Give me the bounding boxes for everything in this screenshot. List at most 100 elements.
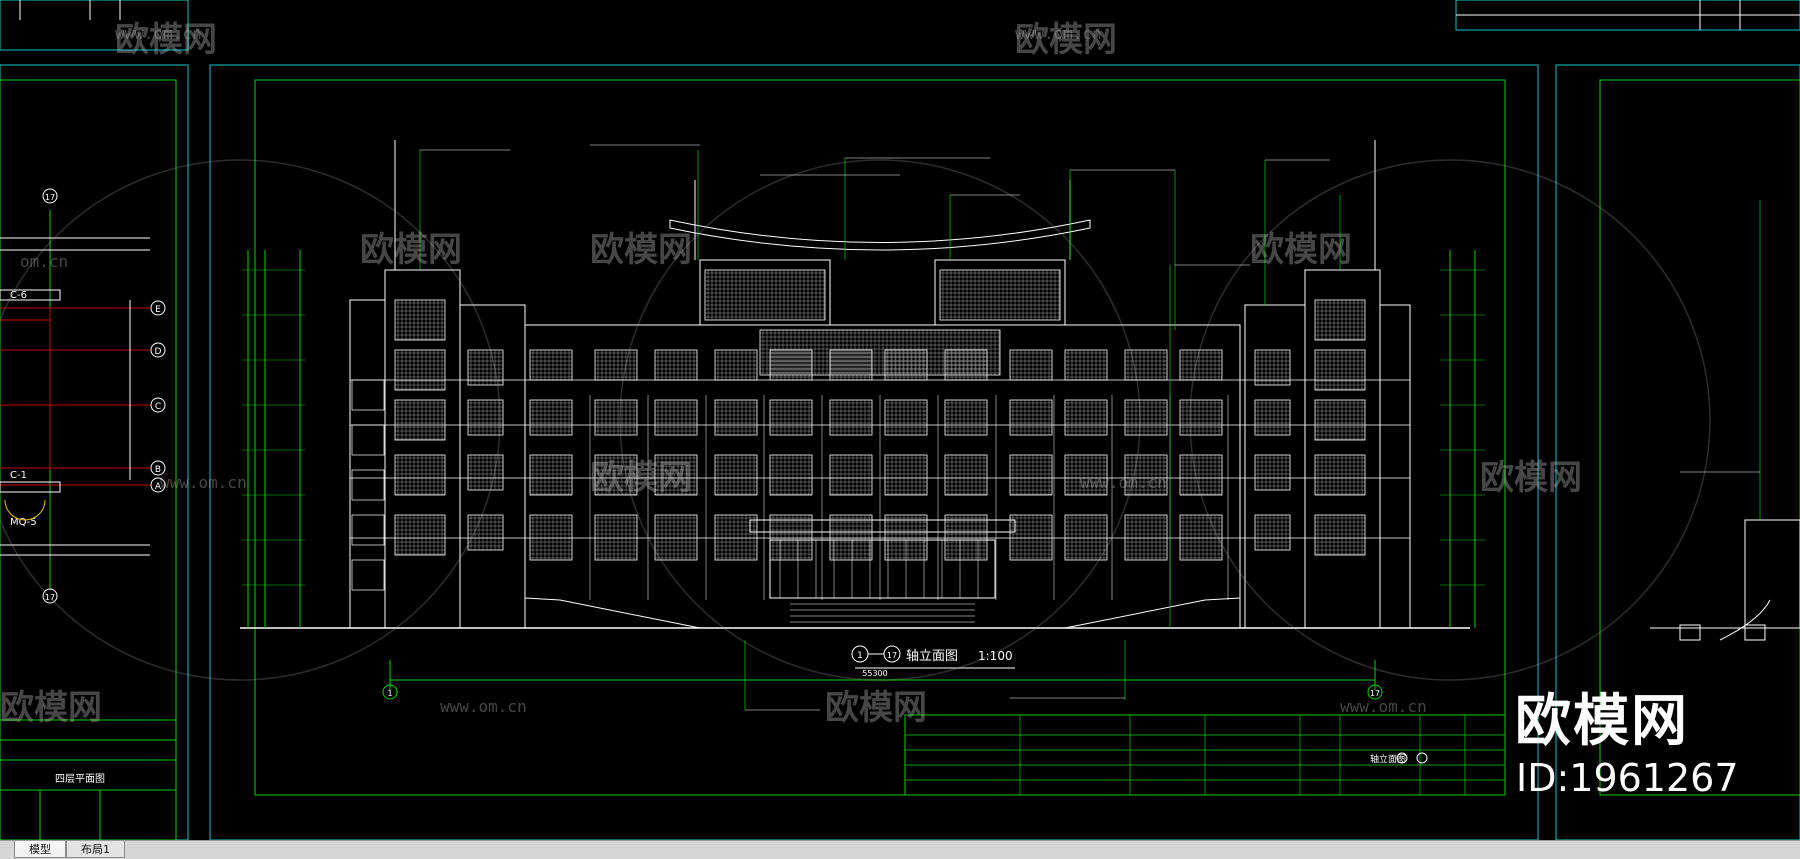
watermark-url: www.om.cn (160, 473, 247, 492)
curved-canopy-roof (669, 219, 1091, 251)
watermark-logo: 欧模网 (115, 20, 217, 60)
tab-model[interactable]: 模型 (14, 841, 66, 858)
sheet-border-main (209, 64, 1539, 840)
wing-window (467, 514, 504, 551)
watermark-logo: 欧模网 (1015, 20, 1117, 60)
wing-window (1254, 454, 1291, 491)
facade-window (944, 399, 988, 436)
axis-label: 17 (45, 593, 55, 602)
sheet-border-right (1555, 64, 1800, 840)
watermark-circle (1189, 159, 1711, 681)
facade-window (884, 399, 928, 436)
grid-bubble-C (150, 397, 166, 413)
facade-window (1179, 399, 1223, 436)
wing-window (1254, 349, 1291, 386)
side-balcony (351, 379, 385, 411)
drawing-scale: 1:100 (978, 649, 1013, 663)
grid-axis-label: B (155, 465, 161, 475)
facade-window (1124, 514, 1168, 561)
facade-window (529, 514, 573, 561)
roof-volume-left (699, 259, 831, 326)
entrance-hall (769, 539, 996, 599)
facade-window (529, 454, 573, 496)
watermark-id: ID:1961267 (1516, 756, 1739, 800)
tab-layout1[interactable]: 布局1 (66, 841, 125, 858)
watermark-logo: 欧模网 (1250, 230, 1352, 270)
axis-bubble-1 (382, 684, 398, 700)
facade-window (529, 399, 573, 436)
sheet-border-left (0, 64, 189, 840)
ramp-right (1064, 597, 1241, 629)
facade-window (769, 514, 813, 561)
facade-window (1124, 399, 1168, 436)
watermark-logo: 欧模网 (360, 230, 462, 270)
right-sheet-building (1744, 519, 1800, 629)
window-label: C-1 (10, 470, 27, 481)
watermark-circle (0, 159, 501, 681)
roof-volume-right (934, 259, 1066, 326)
facade-window (1124, 454, 1168, 496)
right-extension (1379, 304, 1411, 629)
watermark-url: www.om.cn (1340, 697, 1427, 716)
layout-tab-bar: 模型 布局1 (0, 840, 1800, 859)
window-c1 (0, 481, 61, 493)
side-balcony (351, 424, 385, 456)
wing-window (1254, 514, 1291, 551)
sheet-title-left: 四层平面图 (55, 773, 105, 785)
watermark-logo: 欧模网 (825, 688, 927, 728)
title-block-bubble (1396, 752, 1408, 764)
watermark-logo: 欧模网 (1480, 458, 1582, 498)
right-wing (1244, 304, 1306, 629)
axis-bubble-17-top (42, 188, 58, 204)
roof-screen-center (759, 329, 1001, 376)
door-swing (4, 499, 46, 521)
watermark-url: www.om.cn (115, 24, 202, 43)
watermark-url: www.om.cn (1015, 24, 1102, 43)
grid-bubble-E (150, 300, 166, 316)
watermark-logo: 欧模网 (0, 688, 102, 728)
tower-window (1314, 299, 1366, 341)
facade-window (714, 454, 758, 496)
facade-window (1009, 454, 1053, 496)
watermark-url: www.om.cn (440, 697, 527, 716)
wing-window (467, 454, 504, 491)
facade-window (1064, 454, 1108, 496)
tower-window (1314, 454, 1366, 496)
watermark-circle (619, 159, 1141, 681)
grid-bubble-B (150, 460, 166, 476)
drawing-rect (1744, 624, 1766, 641)
tower-window (394, 399, 446, 441)
grid-axis-label: A (155, 482, 162, 492)
grid-bubble-A (150, 477, 166, 493)
facade-window (769, 399, 813, 436)
watermark-brand: 欧模网 (1515, 689, 1689, 754)
facade-window (829, 514, 873, 561)
wing-window (467, 349, 504, 386)
drawing-title: 轴立面图 (906, 649, 958, 664)
side-balcony (351, 469, 385, 501)
facade-window (1064, 514, 1108, 561)
window-c6 (0, 289, 61, 301)
total-dimension: 55300 (862, 669, 887, 678)
tower-window (394, 349, 446, 391)
facade-window (594, 454, 638, 496)
sheet-border-top-left (0, 0, 189, 51)
tower-window (394, 514, 446, 556)
watermark-logo: 欧模网 (590, 230, 692, 270)
door-label: MQ-5 (10, 517, 37, 528)
facade-window (769, 454, 813, 496)
facade-window (594, 514, 638, 561)
window-label: C-6 (10, 290, 27, 301)
title-axis-label: 1 (857, 651, 863, 661)
wing-window (467, 399, 504, 436)
axis-bubble-17 (1367, 684, 1383, 700)
title-block-bubble (1416, 752, 1428, 764)
facade-window (714, 514, 758, 561)
grid-axis-label: D (155, 347, 162, 357)
roof-screen (939, 269, 1061, 321)
watermark-url: www.om.cn (1080, 473, 1167, 492)
facade-window (829, 399, 873, 436)
side-balcony (351, 559, 385, 591)
